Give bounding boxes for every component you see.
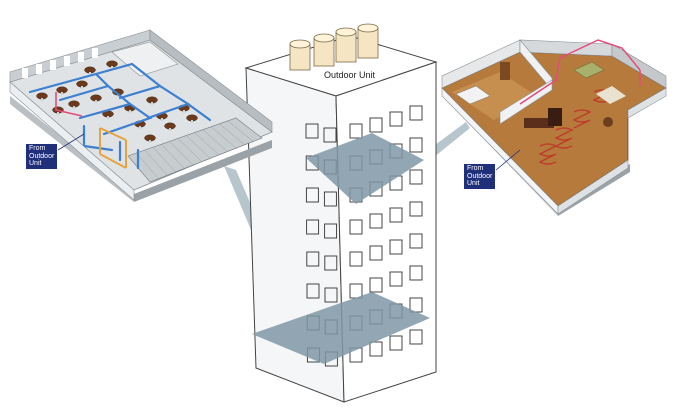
dining-table: [603, 117, 613, 127]
chair: [89, 72, 91, 75]
apartment-wing-wall: [627, 87, 667, 119]
window: [389, 111, 403, 127]
callout-right-from-outdoor-unit: From Outdoor Unit: [464, 164, 496, 189]
chair: [111, 66, 113, 69]
chair: [151, 102, 153, 105]
grating-line: [194, 132, 220, 156]
grating-line: [227, 120, 254, 142]
central-building: [244, 35, 438, 403]
office-desks: [36, 60, 198, 143]
window: [306, 219, 320, 235]
window: [369, 213, 383, 229]
highlighted-floor-lower: [252, 292, 430, 364]
window: [409, 169, 423, 185]
callout-left-line2: Outdoor: [29, 152, 55, 160]
office-slab-right: [134, 140, 272, 202]
apartment-wall-right: [611, 43, 667, 89]
chair: [161, 118, 163, 121]
window: [409, 265, 423, 281]
window: [306, 283, 320, 299]
chair: [81, 86, 83, 89]
office-orange-frame: [99, 127, 127, 169]
bed: [455, 85, 491, 105]
chair: [95, 100, 97, 103]
apartment-divider-wall-1: [519, 39, 553, 91]
grating-line: [210, 126, 237, 149]
window: [409, 201, 423, 217]
wardrobe: [500, 62, 510, 80]
chair: [61, 92, 63, 95]
apartment-pink-pipes: [519, 39, 641, 105]
grating-line: [235, 117, 263, 139]
window: [349, 123, 363, 139]
grating-line: [169, 141, 194, 166]
grating-line: [161, 144, 185, 169]
window: [369, 245, 383, 261]
kitchen-counter: [524, 118, 554, 128]
window: [349, 251, 363, 267]
window: [389, 271, 403, 287]
grating-line: [144, 150, 168, 176]
highlighted-floor-upper: [306, 133, 424, 204]
window: [349, 219, 363, 235]
callout-left-from-outdoor-unit: From Outdoor Unit: [26, 144, 58, 169]
window: [305, 123, 319, 139]
window: [369, 277, 383, 293]
grating-line: [136, 152, 159, 179]
chair: [139, 126, 141, 129]
office-pink-pipe: [55, 92, 83, 117]
callout-left-line3: Unit: [29, 160, 42, 167]
callout-right-line2: Outdoor: [467, 172, 493, 180]
window: [409, 137, 423, 153]
window: [409, 233, 423, 249]
sofa: [573, 61, 605, 79]
apartment-furniture: [455, 61, 626, 128]
window: [305, 187, 319, 203]
window: [324, 223, 338, 239]
window: [323, 127, 337, 143]
office-inner-room: [111, 41, 179, 77]
window: [389, 239, 403, 255]
chair: [191, 120, 193, 123]
apartment-floor-plan: [441, 39, 667, 216]
window: [324, 255, 338, 271]
window: [389, 207, 403, 223]
callout-left-line1: From: [29, 145, 46, 152]
callout-right-line3: Unit: [467, 180, 480, 187]
callout-right-line1: From: [467, 165, 484, 172]
office-back-windows: [22, 48, 98, 78]
office-side-wall: [149, 29, 273, 133]
window: [389, 335, 403, 351]
grating-line: [127, 155, 151, 183]
chair: [107, 116, 109, 119]
grating-line: [219, 123, 245, 145]
grating-line: [186, 135, 211, 159]
grating-line: [152, 147, 176, 172]
window: [306, 251, 320, 267]
rug: [596, 86, 626, 104]
chair: [57, 112, 59, 115]
chair: [41, 98, 43, 101]
window: [369, 117, 383, 133]
chair: [73, 106, 75, 109]
grating-line: [177, 138, 202, 162]
window: [323, 191, 337, 207]
chair: [129, 110, 131, 113]
apartment-front-wall-right: [557, 159, 629, 215]
window: [409, 105, 423, 121]
grating-line: [202, 129, 228, 152]
outdoor-units: [289, 23, 379, 71]
window: [409, 329, 423, 345]
chair: [149, 140, 151, 143]
cabinet: [548, 108, 562, 126]
window: [369, 341, 383, 357]
chair: [169, 128, 171, 131]
office-grating-pattern: [127, 117, 263, 183]
office-refrigerant-pipes: [28, 62, 212, 170]
chair: [183, 110, 185, 113]
outdoor-unit-label: Outdoor Unit: [324, 70, 376, 80]
window: [324, 287, 338, 303]
